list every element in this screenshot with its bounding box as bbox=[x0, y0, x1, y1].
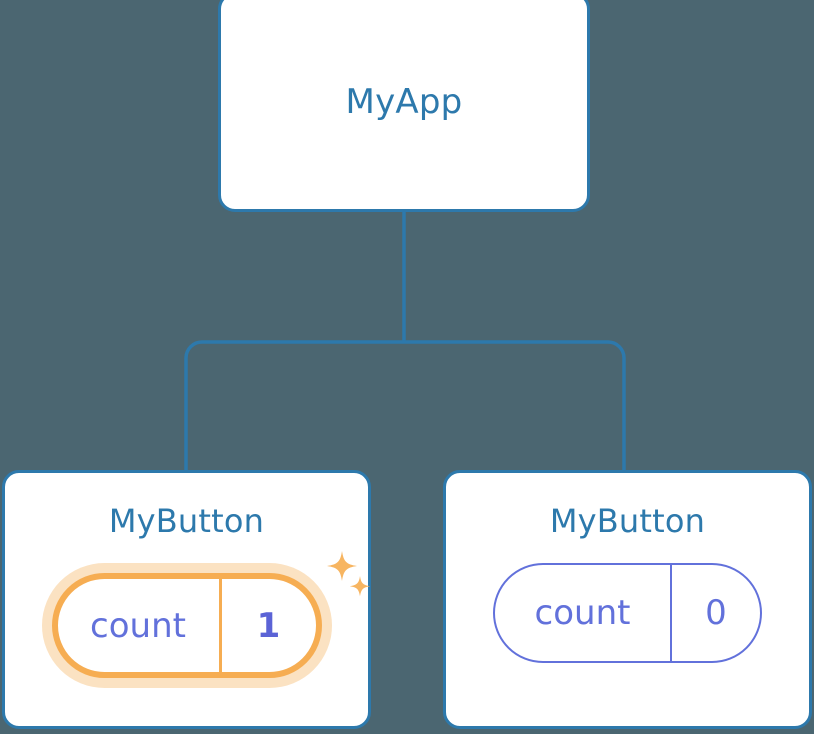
state-value-left: 1 bbox=[256, 605, 281, 646]
state-pill-wrap-right: count 0 bbox=[493, 563, 762, 663]
state-key-right: count bbox=[534, 593, 631, 633]
sparkle-large-icon bbox=[326, 551, 357, 581]
edge-branch-to-left-child bbox=[184, 340, 404, 470]
node-myapp[interactable]: MyApp bbox=[218, 0, 590, 212]
state-divider-left bbox=[218, 579, 222, 672]
state-divider-right bbox=[670, 565, 672, 661]
node-mybutton-left-title: MyButton bbox=[108, 502, 265, 540]
node-mybutton-right[interactable]: MyButton count 0 bbox=[443, 470, 812, 729]
node-mybutton-right-title: MyButton bbox=[549, 502, 706, 540]
state-highlight-glow: count 1 bbox=[41, 563, 332, 688]
state-value-right: 0 bbox=[705, 593, 727, 633]
state-pill-wrap-left: count 1 bbox=[41, 551, 370, 688]
state-key-left: count bbox=[90, 605, 186, 646]
edge-branch-to-right-child bbox=[404, 340, 626, 470]
sparkle-small-icon bbox=[349, 576, 370, 597]
node-myapp-title: MyApp bbox=[345, 82, 463, 122]
node-mybutton-left[interactable]: MyButton count 1 bbox=[2, 470, 371, 729]
state-pill-count-left[interactable]: count 1 bbox=[51, 573, 322, 678]
state-pill-count-right[interactable]: count 0 bbox=[493, 563, 762, 663]
